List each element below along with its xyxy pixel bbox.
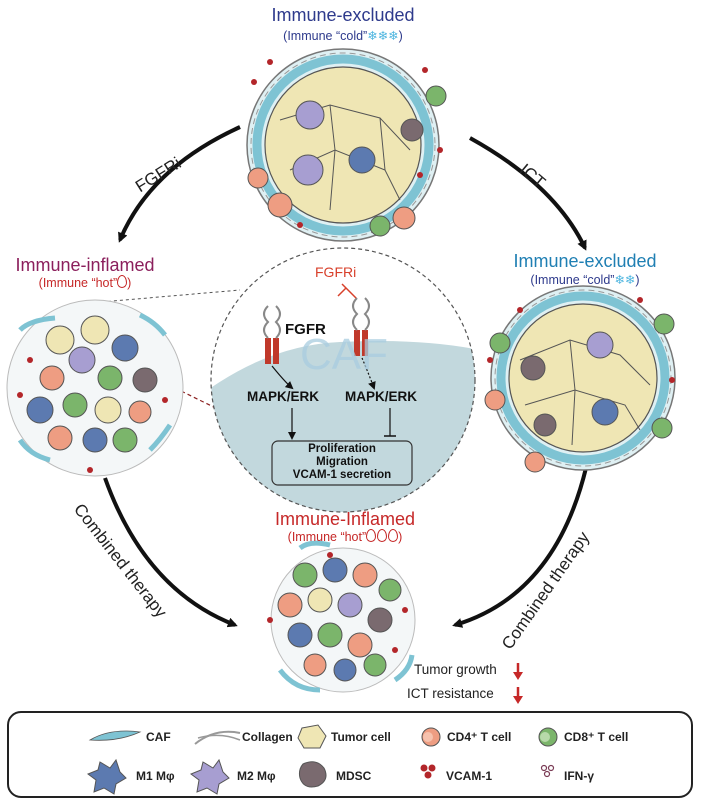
outcome-tumor-growth: Tumor growth	[414, 662, 497, 677]
flame-icon	[117, 275, 128, 288]
zoom-line-top	[89, 289, 241, 304]
top-title: Immune-excluded	[271, 5, 415, 25]
cd4-t-cell-icon	[421, 727, 441, 747]
legend-label-caf: CAF	[146, 730, 171, 744]
left-subtitle-text: (Immune “hot”	[38, 276, 118, 290]
down-arrow-icon-1	[513, 663, 523, 680]
legend	[7, 711, 693, 798]
arrow-ict	[469, 136, 587, 251]
legend-label-m2: M2 Mφ	[237, 769, 276, 783]
mdsc-icon	[298, 761, 327, 788]
top-subtitle: (Immune “cold”❄❄❄)	[243, 28, 443, 43]
caf-cell-label: CAF	[300, 330, 388, 379]
arrow-combined-right	[452, 467, 588, 628]
outputs-list: Proliferation Migration VCAM-1 secretion	[272, 443, 412, 482]
signal-arrow-right	[361, 357, 376, 390]
right-subtitle-close: )	[635, 273, 640, 287]
pathway-right-label: MAPK/ERK	[345, 389, 418, 404]
legend-label-cd4-t-cell: CD4⁺ T cell	[447, 730, 512, 744]
legend-label-tumor-cell: Tumor cell	[331, 730, 391, 744]
caf-zoom-circle	[210, 247, 476, 513]
down-arrow-icon-2	[513, 687, 523, 704]
legend-label-mdsc: MDSC	[336, 769, 372, 783]
bottom-tumor-cluster	[267, 540, 416, 693]
signal-arrow-left	[271, 365, 294, 390]
legend-label-cd8-t-cell: CD8⁺ T cell	[564, 730, 629, 744]
cd8-t-cell-icon	[538, 727, 558, 747]
zoom-line-bottom	[174, 387, 241, 421]
outcome-ict-resistance: ICT resistance	[407, 686, 494, 701]
bottom-subtitle-text: (Immune “hot”	[287, 530, 367, 544]
left-subtitle-close: )	[127, 276, 132, 290]
outputs-box	[271, 440, 413, 486]
arrow-combined-left	[103, 477, 238, 628]
left-tumor-cluster	[6, 299, 184, 477]
tumor-cell-icon	[297, 724, 327, 749]
collagen-icon	[194, 730, 241, 745]
fgfr-receptor-right	[352, 297, 370, 356]
top-subtitle-text: (Immune “cold”	[283, 29, 368, 43]
m1-macrophage-icon	[86, 758, 127, 795]
fgfri-inhibition-line	[341, 283, 357, 299]
left-subtitle: (Immune “hot”)	[5, 275, 165, 290]
top-tumor-cluster	[246, 48, 447, 242]
fgfr-label: FGFR	[285, 321, 326, 338]
right-title: Immune-excluded	[513, 251, 657, 271]
snowflake-icon: ❄❄❄	[367, 29, 399, 43]
legend-label-ifn-gamma: IFN-γ	[564, 769, 594, 783]
bottom-subtitle-close: )	[398, 530, 403, 544]
pathway-left-label: MAPK/ERK	[247, 389, 320, 404]
output-migration: Migration	[316, 456, 368, 468]
legend-label-vcam1: VCAM-1	[446, 769, 493, 783]
top-subtitle-close: )	[398, 29, 403, 43]
bottom-subtitle: (Immune “hot”)	[245, 529, 445, 544]
legend-label-m1: M1 Mφ	[136, 769, 175, 783]
right-subtitle: (Immune “cold”❄❄)	[505, 272, 665, 287]
right-tumor-cluster	[484, 285, 676, 473]
flame-icon	[377, 529, 388, 542]
flame-icon	[388, 529, 399, 542]
fgfri-label: FGFRi	[315, 264, 357, 280]
bottom-title: Immune-Inflamed	[274, 509, 416, 529]
m2-macrophage-icon	[189, 758, 230, 795]
fgfr-receptor-left	[263, 305, 281, 364]
arrow-fgfri	[118, 125, 241, 243]
ifn-gamma-icon	[540, 764, 555, 778]
vcam1-icon	[420, 764, 436, 779]
output-proliferation: Proliferation	[308, 443, 376, 455]
flame-icon	[366, 529, 377, 542]
output-vcam1-secretion: VCAM-1 secretion	[292, 469, 392, 481]
legend-label-collagen: Collagen	[242, 730, 293, 744]
snowflake-icon: ❄❄	[614, 273, 636, 287]
left-title: Immune-inflamed	[15, 255, 155, 275]
caf-icon	[88, 730, 142, 741]
right-subtitle-text: (Immune “cold”	[530, 273, 615, 287]
